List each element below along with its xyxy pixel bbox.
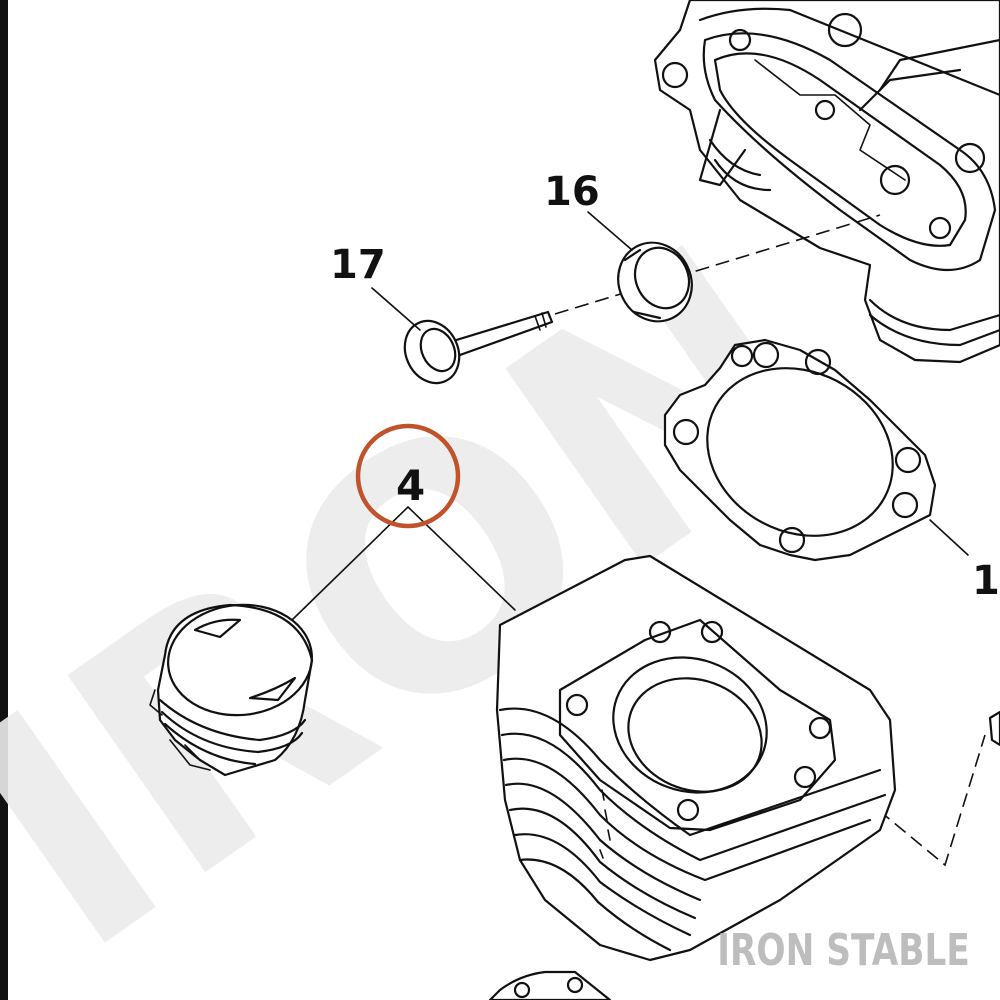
brand-logo-text: IRON STABLE [717,925,970,976]
callout-4-highlight-circle [355,423,461,529]
cylinder [488,554,1000,1000]
leader-16 [587,211,633,251]
leader-10 [929,519,969,556]
cylinder-head [653,0,1000,364]
callout-4: 4 [396,461,425,510]
part-4-piston [149,603,314,777]
part-16-valve-seal [617,241,693,323]
leader-4-piston [291,506,409,621]
valve-axis-line [554,214,881,315]
callout-17: 17 [330,242,386,288]
part-17-valve [403,310,554,385]
leader-17 [371,287,421,331]
left-border-bar [0,0,8,1000]
callout-10: 10 [972,558,1000,604]
part-10-head-gasket [663,338,937,562]
callout-16: 16 [544,169,600,215]
